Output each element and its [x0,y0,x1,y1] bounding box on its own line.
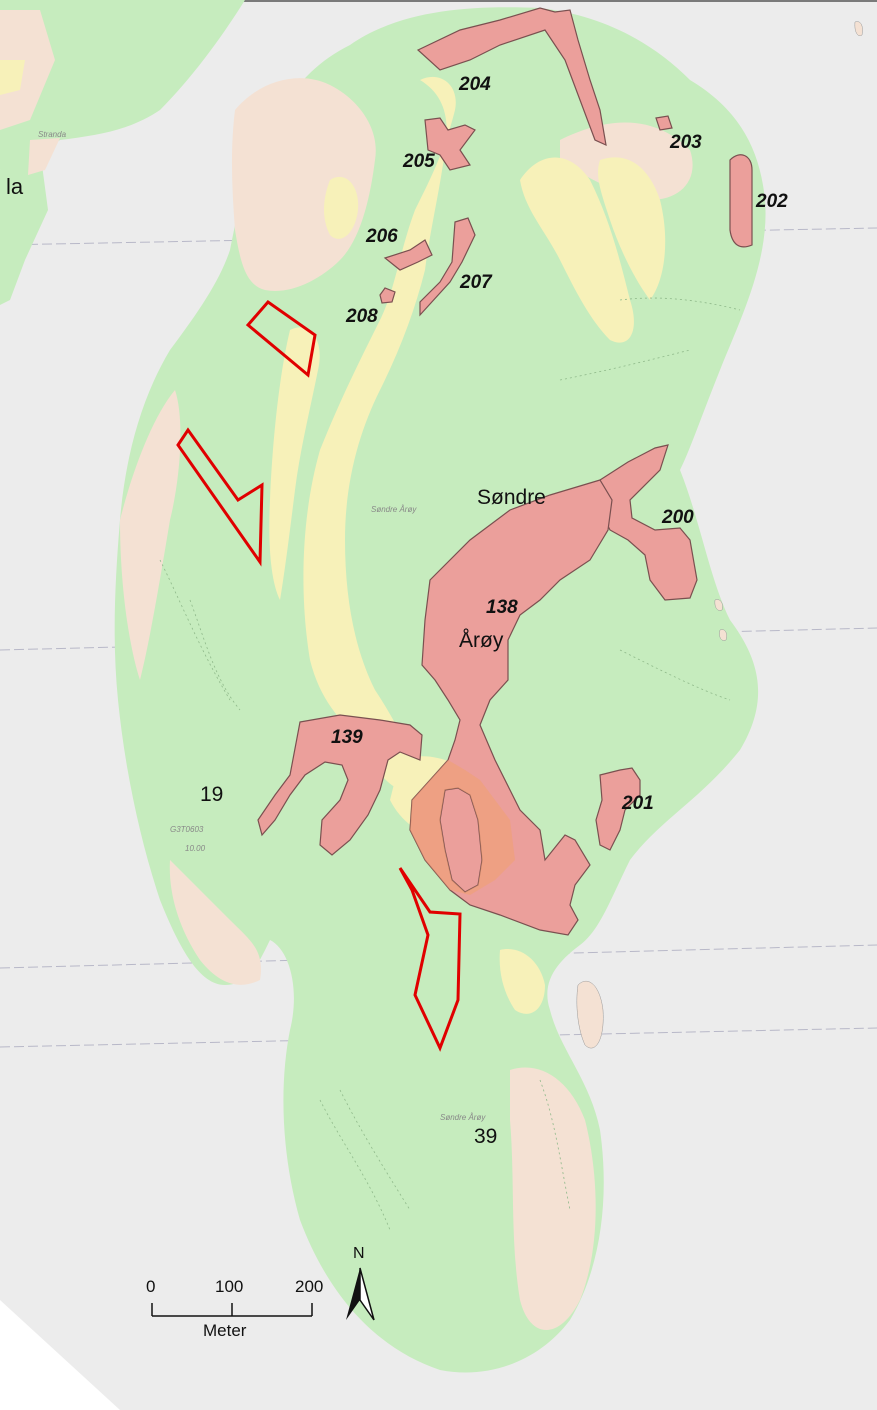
area-206 [383,239,433,271]
scale-tick-100: 100 [215,1277,244,1296]
area-label-138: 138 [486,597,518,618]
area-208 [379,287,396,304]
parcel-number-19: 19 [200,783,224,806]
area-201 [595,767,641,851]
area-label-201: 201 [622,793,654,814]
islets [576,21,863,1049]
scale-tick-0: 0 [146,1277,156,1296]
north-arrow-icon [346,1267,375,1321]
north-arrow-label: N [353,1245,365,1262]
parcel-number-39: 39 [474,1125,498,1148]
mainland-top-left [0,0,245,305]
area-label-202: 202 [756,191,788,212]
area-label-203: 203 [670,132,702,153]
place-name-sondre: Søndre [477,486,546,509]
map-frame-blank [0,1300,120,1410]
small-label-sondre-aroy-2: Søndre Årøy [440,1113,486,1122]
area-label-207: 207 [460,272,492,293]
small-label-value: 10.00 [185,844,206,853]
outline-west [176,427,264,567]
area-203 [655,115,673,131]
area-200 [599,444,698,601]
place-name-aroy: Årøy [459,629,504,652]
scale-bar [151,1303,313,1317]
area-label-139: 139 [331,727,363,748]
place-name-la: la [6,174,24,199]
highlighted-outlines [176,299,462,1052]
scale-tick-200: 200 [295,1277,324,1296]
marked-areas [257,7,753,936]
area-label-205: 205 [403,151,435,172]
area-205 [424,117,476,171]
small-label-map-sheet: G3T0603 [170,825,204,834]
small-label-sondre-aroy-1: Søndre Årøy [371,505,417,514]
outline-south [398,867,462,1052]
area-label-206: 206 [366,226,398,247]
area-204 [416,7,607,147]
area-label-200: 200 [662,507,694,528]
outline-north [245,299,317,378]
area-138-overlay [410,760,515,895]
area-202 [729,154,753,248]
small-label-stranda: Stranda [38,130,67,139]
contour-lines [159,297,741,1231]
scale-unit: Meter [203,1321,247,1340]
area-207 [419,217,476,317]
area-139 [257,714,423,856]
area-label-204: 204 [459,74,491,95]
area-label-208: 208 [346,306,378,327]
